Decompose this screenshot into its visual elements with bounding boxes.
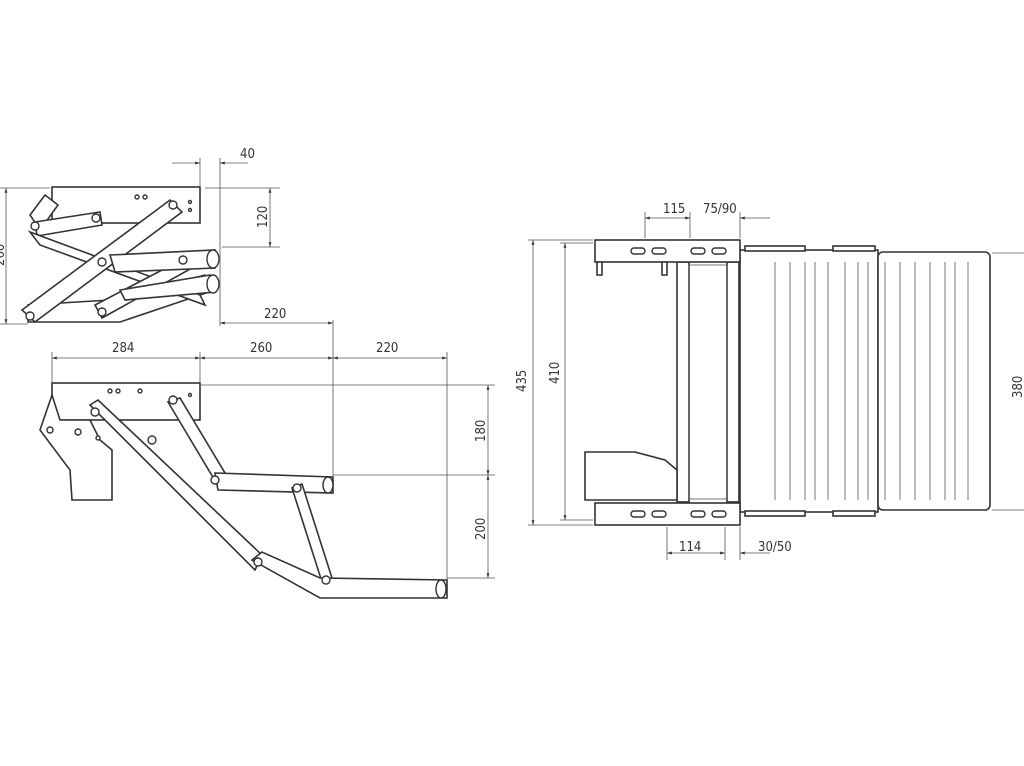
mounting-slot <box>651 510 667 518</box>
dim-hole-offset-bottom: 30/50 <box>758 540 792 555</box>
dim-mount-width: 410 <box>548 362 563 384</box>
dim-second-step: 220 <box>376 341 398 356</box>
extended-step-view: 284 260 220 180 200 <box>39 320 495 599</box>
dim-hole-spacing-top: 115 <box>663 202 685 217</box>
top-view: 115 75/90 435 410 380 114 30/50 <box>515 202 1024 560</box>
mounting-slot <box>711 247 727 255</box>
dim-first-drop: 180 <box>474 420 489 442</box>
dim-total-height: 260 <box>0 244 8 266</box>
dim-overall-width: 435 <box>515 370 530 392</box>
dim-overhang: 40 <box>240 147 255 162</box>
dim-bracket-length: 284 <box>112 341 134 356</box>
mounting-slot <box>630 247 646 255</box>
dim-second-drop: 200 <box>474 518 489 540</box>
dim-first-step: 260 <box>250 341 272 356</box>
dim-plate-height: 120 <box>256 206 271 228</box>
mounting-slot <box>630 510 646 518</box>
mounting-slot <box>690 510 706 518</box>
dim-hole-spacing-bottom: 114 <box>679 540 701 555</box>
mounting-slot <box>711 510 727 518</box>
folded-step-view: 40 120 260 220 <box>0 147 333 326</box>
mounting-slot <box>651 247 667 255</box>
dim-step-reach: 220 <box>264 307 286 322</box>
dim-step-width: 380 <box>1011 376 1024 398</box>
dim-hole-offset-top: 75/90 <box>703 202 737 217</box>
mounting-slot <box>690 247 706 255</box>
